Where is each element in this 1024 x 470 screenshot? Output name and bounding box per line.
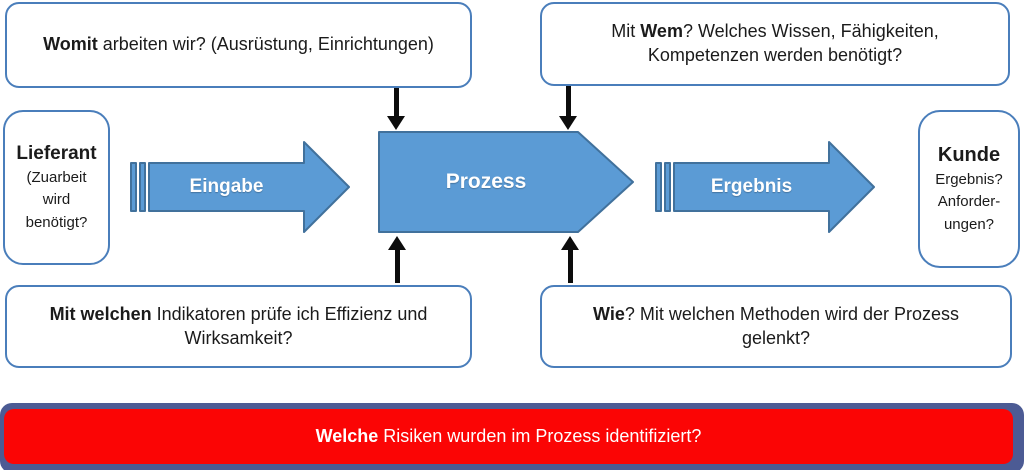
supplier-line: benötigt? xyxy=(25,213,88,231)
question-text: Mit Wem? Welches Wissen, Fähigkeiten, Ko… xyxy=(611,21,939,65)
pentagon-arrow-icon xyxy=(378,131,634,233)
question-text: Wie? Mit welchen Methoden wird der Proze… xyxy=(593,303,959,348)
supplier-box: Lieferant (Zuarbeit wird benötigt? xyxy=(3,110,110,265)
question-text: Womit arbeiten wir? (Ausrüstung, Einrich… xyxy=(43,34,434,55)
output-arrow-label: Ergebnis xyxy=(710,176,793,197)
arrow-up-right-icon xyxy=(561,236,579,283)
supplier-line: (Zuarbeit xyxy=(26,168,87,186)
question-box-indicators: Mit welchen Indikatoren prüfe ich Effizi… xyxy=(5,285,472,368)
output-arrow: Ergebnis xyxy=(653,139,877,235)
striped-right-arrow-icon xyxy=(130,141,350,233)
question-text: Mit welchen Indikatoren prüfe ich Effizi… xyxy=(49,303,428,348)
customer-line: Ergebnis? xyxy=(935,170,1003,188)
risk-banner-text: Welche Risiken wurden im Prozess identif… xyxy=(315,426,702,446)
arrow-down-left-icon xyxy=(387,88,405,130)
customer-line: Anforder- xyxy=(937,193,1001,211)
question-box-people: Mit Wem? Welches Wissen, Fähigkeiten, Ko… xyxy=(540,2,1010,86)
customer-title: Kunde xyxy=(937,143,1001,166)
supplier-title: Lieferant xyxy=(16,142,97,164)
striped-right-arrow-icon xyxy=(655,141,875,233)
arrow-up-left-icon xyxy=(388,236,406,283)
input-arrow: Eingabe xyxy=(128,139,352,235)
input-arrow-label: Eingabe xyxy=(189,176,264,197)
process-arrow-label: Prozess xyxy=(445,170,527,193)
question-box-methods: Wie? Mit welchen Methoden wird der Proze… xyxy=(540,285,1012,368)
risk-banner: Welche Risiken wurden im Prozess identif… xyxy=(4,409,1013,464)
arrow-down-right-icon xyxy=(559,86,577,130)
process-arrow: Prozess xyxy=(376,129,636,235)
customer-line: ungen? xyxy=(943,215,995,233)
question-box-equipment: Womit arbeiten wir? (Ausrüstung, Einrich… xyxy=(5,2,472,88)
supplier-line: wird xyxy=(42,191,71,209)
customer-box: Kunde Ergebnis? Anforder- ungen? xyxy=(918,110,1020,268)
